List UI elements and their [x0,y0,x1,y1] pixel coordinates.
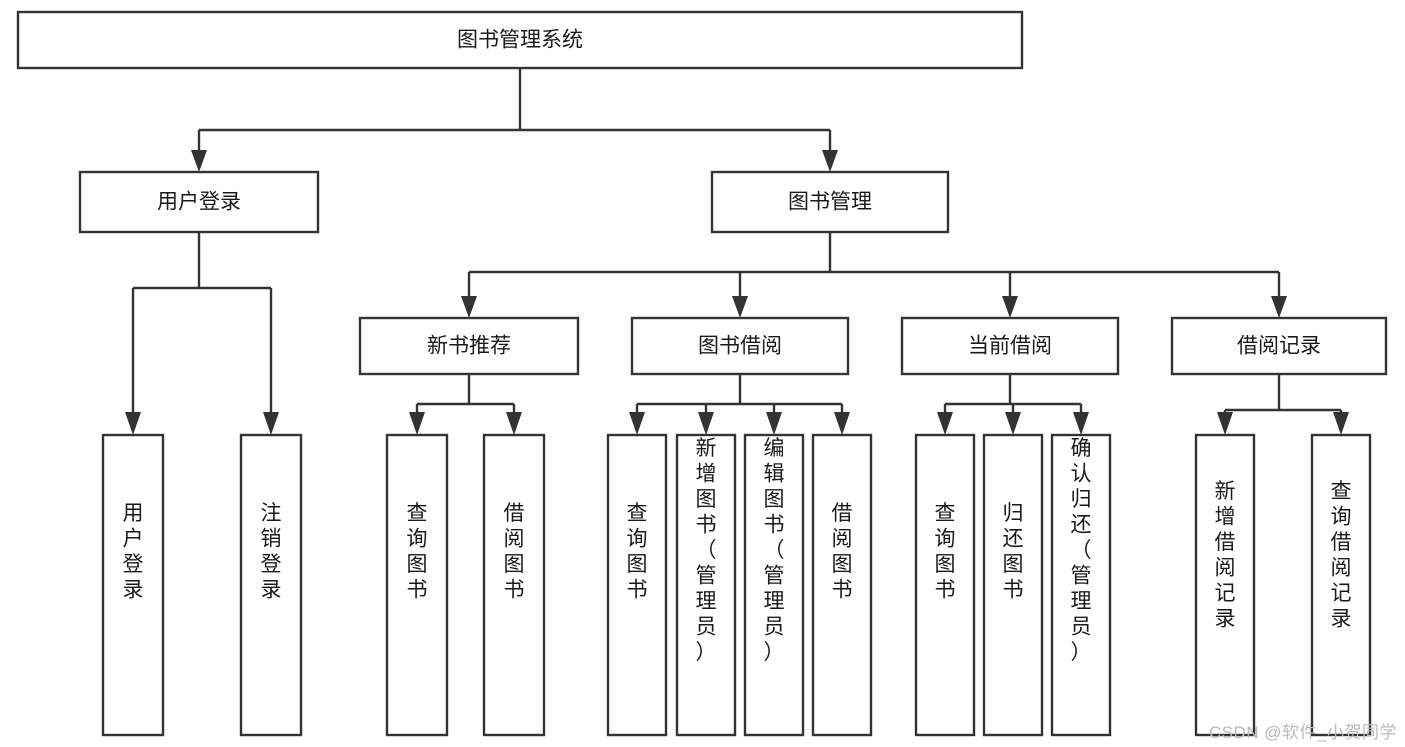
node-leaf-borrow-book-2[interactable]: 借阅图书 [811,433,873,737]
node-leaf-confirm-return[interactable]: 确认归还（管理员） [1050,433,1112,737]
node-leaf-return-book[interactable]: 归还图书 [982,433,1044,737]
node-leaf-add-book-box[interactable] [675,433,737,737]
arrowhead-leaf-edit-book [766,412,782,435]
node-leaf-query-record-box[interactable] [1310,433,1372,737]
arrowhead-leaf-query-record [1333,412,1349,435]
node-new-book-rec[interactable]: 新书推荐 [358,316,580,376]
node-new-book-rec-label: 新书推荐 [427,335,511,358]
arrowhead-leaf-add-book [698,412,714,435]
arrowhead-leaf-query-book-1 [409,412,425,435]
node-leaf-query-book-3[interactable]: 查询图书 [914,433,976,737]
node-leaf-borrow-book-1-box[interactable] [482,433,546,737]
arrowhead-leaf-borrow-book-2 [834,412,850,435]
node-leaf-add-record-box[interactable] [1194,433,1256,737]
node-book-manage-box[interactable] [710,170,950,234]
node-leaf-return-book-box[interactable] [982,433,1044,737]
node-book-manage[interactable]: 图书管理 [710,170,950,234]
node-book-manage-label: 图书管理 [788,191,872,214]
arrowhead-borrow-record [1271,296,1287,318]
node-leaf-user-login-box[interactable] [101,433,165,737]
node-leaf-logout[interactable]: 注销登录 [239,433,303,737]
node-leaf-query-book-1[interactable]: 查询图书 [385,433,449,737]
leaf-node-layer: 用户登录 注销登录 查询图书 借阅图书 查询图书 新增图书（管理员） [101,433,1372,737]
node-leaf-query-record[interactable]: 查询借阅记录 [1310,433,1372,737]
node-leaf-add-book-label: 新增图书（管理员） [696,437,717,664]
node-leaf-query-book-3-box[interactable] [914,433,976,737]
node-leaf-add-record[interactable]: 新增借阅记录 [1194,433,1256,737]
arrowhead-book-borrow [732,296,748,318]
node-leaf-query-book-3-label: 查询图书 [935,502,956,602]
node-leaf-borrow-book-2-label: 借阅图书 [832,502,853,602]
node-user-login-box[interactable] [78,170,320,234]
node-leaf-confirm-return-label: 确认归还（管理员） [1071,437,1092,664]
node-new-book-rec-box[interactable] [358,316,580,376]
arrowhead-leaf-borrow-book-1 [506,412,522,435]
node-current-borrow-box[interactable] [900,316,1120,376]
node-leaf-user-login-label: 用户登录 [123,502,144,602]
arrowhead-new-book-rec [461,296,477,318]
node-current-borrow-label: 当前借阅 [968,335,1052,358]
node-root-box[interactable] [16,10,1024,70]
node-leaf-edit-book-label: 编辑图书（管理员） [764,437,785,664]
node-leaf-query-book-2-label: 查询图书 [627,502,648,602]
csdn-watermark: CSDN @软件_小贺同学 [1208,723,1397,742]
node-borrow-record-label: 借阅记录 [1237,335,1321,358]
node-leaf-logout-box[interactable] [239,433,303,737]
node-leaf-return-book-label: 归还图书 [1003,502,1024,602]
arrowhead-leaf-query-book-3 [937,412,953,435]
arrowhead-current-borrow [1002,296,1018,318]
arrowhead-leaf-return-book [1005,412,1021,435]
node-leaf-add-record-label: 新增借阅记录 [1215,480,1236,631]
node-user-login[interactable]: 用户登录 [78,170,320,234]
node-leaf-query-book-2-box[interactable] [606,433,668,737]
node-borrow-record-box[interactable] [1170,316,1388,376]
arrowhead-leaf-add-record [1217,412,1233,435]
node-leaf-borrow-book-2-box[interactable] [811,433,873,737]
node-book-borrow-box[interactable] [630,316,850,376]
node-leaf-edit-book-box[interactable] [743,433,805,737]
connector-layer [125,68,1349,435]
node-leaf-user-login[interactable]: 用户登录 [101,433,165,737]
node-leaf-edit-book[interactable]: 编辑图书（管理员） [743,433,805,737]
arrowhead-bookmanage [822,150,838,172]
node-leaf-borrow-book-1[interactable]: 借阅图书 [482,433,546,737]
arrowhead-leaf-confirm-return [1073,412,1089,435]
node-book-borrow[interactable]: 图书借阅 [630,316,850,376]
node-user-login-label: 用户登录 [157,191,241,214]
arrowhead-leaf-query-book-2 [629,412,645,435]
node-leaf-add-book[interactable]: 新增图书（管理员） [675,433,737,737]
arrowhead-leaf-logout [263,412,279,435]
node-borrow-record[interactable]: 借阅记录 [1170,316,1388,376]
node-root[interactable]: 图书管理系统 [16,10,1024,70]
node-leaf-borrow-book-1-label: 借阅图书 [504,502,525,602]
node-leaf-confirm-return-box[interactable] [1050,433,1112,737]
node-leaf-query-book-1-label: 查询图书 [407,502,428,602]
node-leaf-logout-label: 注销登录 [261,502,282,602]
arrowhead-userlogin [191,150,207,172]
node-current-borrow[interactable]: 当前借阅 [900,316,1120,376]
node-root-label: 图书管理系统 [457,29,583,52]
node-leaf-query-book-2[interactable]: 查询图书 [606,433,668,737]
node-leaf-query-record-label: 查询借阅记录 [1331,480,1352,631]
node-leaf-query-book-1-box[interactable] [385,433,449,737]
arrowhead-leaf-user-login [125,412,141,435]
node-book-borrow-label: 图书借阅 [698,335,782,358]
